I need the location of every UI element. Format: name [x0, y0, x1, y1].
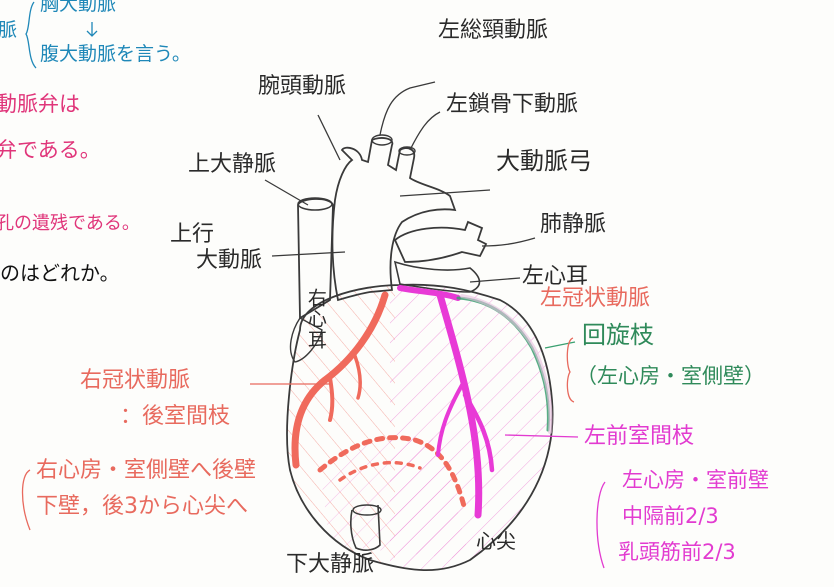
label-aortic-arch: 大動脈弓 [496, 147, 592, 175]
left-carotid-opening [371, 134, 393, 146]
label-circumflex: 回旋枝 [582, 321, 654, 349]
left-anterior-descending [436, 291, 483, 519]
arrow-down-blue [86, 22, 98, 37]
brace-blue [25, 1, 37, 69]
label-right-coronary-branch: ：後室間枝 [120, 404, 231, 429]
leader-brachiocephalic [317, 114, 341, 161]
label-ascending-aorta-1: 上行 [170, 222, 215, 247]
note-magenta-3: 孔の遺残である。 [0, 213, 140, 234]
label-apex: 心尖 [476, 529, 516, 553]
left-subclavian-opening [398, 146, 416, 156]
bracket-right-coronary [21, 469, 31, 531]
label-pulmonary-vein: 肺静脈 [540, 212, 607, 237]
posterior-hatch [320, 436, 470, 560]
bracket-lad [596, 481, 606, 569]
label-superior-vena-cava: 上大静脈 [188, 152, 277, 177]
note-top-left-3: 腹大動脈を言う。 [40, 43, 191, 65]
label-right-coronary-desc-2: 下壁，後3から心尖へ [36, 494, 248, 519]
left-auricle-shape [393, 260, 481, 293]
right-coronary-branch-2 [353, 354, 362, 400]
inferior-vena-cava-shape [350, 504, 381, 551]
printed-question-text: のはどれか。 [0, 261, 120, 285]
superior-vena-cava-shape [297, 198, 334, 320]
label-left-coronary-title: 左冠状動脈 [540, 286, 651, 311]
svc-opening [297, 197, 333, 211]
note-magenta-1: 動脈弁は [0, 92, 80, 116]
leader-left-auricle [469, 277, 521, 283]
note-top-left-1: 脈 [0, 19, 18, 41]
posterior-branch-2 [338, 460, 422, 482]
label-right-coronary-title: 右冠状動脈 [80, 368, 191, 393]
leader-left-subclavian [409, 111, 441, 151]
bracket-circumflex [566, 337, 575, 403]
label-left-auricle: 左心耳 [522, 264, 589, 289]
label-right-coronary-desc-1: 右心房・室側壁へ後壁 [36, 458, 257, 483]
leader-aortic-arch [399, 189, 491, 197]
pulmonary-vein-shape [393, 220, 488, 263]
label-brachiocephalic: 腕頭動脈 [258, 74, 347, 99]
label-circumflex-desc: （左心房・室側壁） [576, 364, 765, 388]
lad-branch-1 [462, 392, 495, 473]
leader-circumflex [544, 341, 576, 349]
left-coronary-artery [397, 285, 461, 301]
ivc-opening [352, 504, 382, 516]
posterior-interventricular-branch [317, 435, 468, 513]
leader-lad [504, 434, 579, 438]
leader-pulmonary-vein [481, 237, 536, 247]
label-lad-desc-2: 中隔前2/3 [622, 504, 719, 528]
right-auricle-shape [289, 317, 323, 363]
label-left-common-carotid: 左総頸動脈 [438, 18, 549, 43]
circumflex-shade [460, 294, 553, 434]
note-top-left-2: 胸大動脈 [40, 0, 117, 15]
label-right-auricle: 右心耳 [304, 288, 327, 351]
right-coronary-artery [291, 291, 389, 469]
label-ascending-aorta-2: 大動脈 [196, 248, 263, 273]
right-coronary-branch-1 [328, 376, 335, 422]
note-magenta-2: 弁である。 [0, 138, 101, 162]
label-inferior-vena-cava: 下大静脈 [286, 552, 375, 577]
ventricle-outline [286, 283, 554, 572]
leader-left-carotid [379, 81, 436, 136]
label-lad-desc-1: 左心房・室前壁 [622, 468, 769, 492]
lad-branch-2 [436, 383, 464, 457]
label-left-subclavian: 左鎖骨下動脈 [446, 92, 579, 117]
aorta-shape [331, 137, 457, 302]
label-lad: 左前室間枝 [584, 424, 695, 449]
leader-svc [264, 179, 309, 206]
label-lad-desc-3: 乳頭筋前2/3 [618, 540, 736, 564]
leader-ascending-aorta [271, 251, 346, 257]
